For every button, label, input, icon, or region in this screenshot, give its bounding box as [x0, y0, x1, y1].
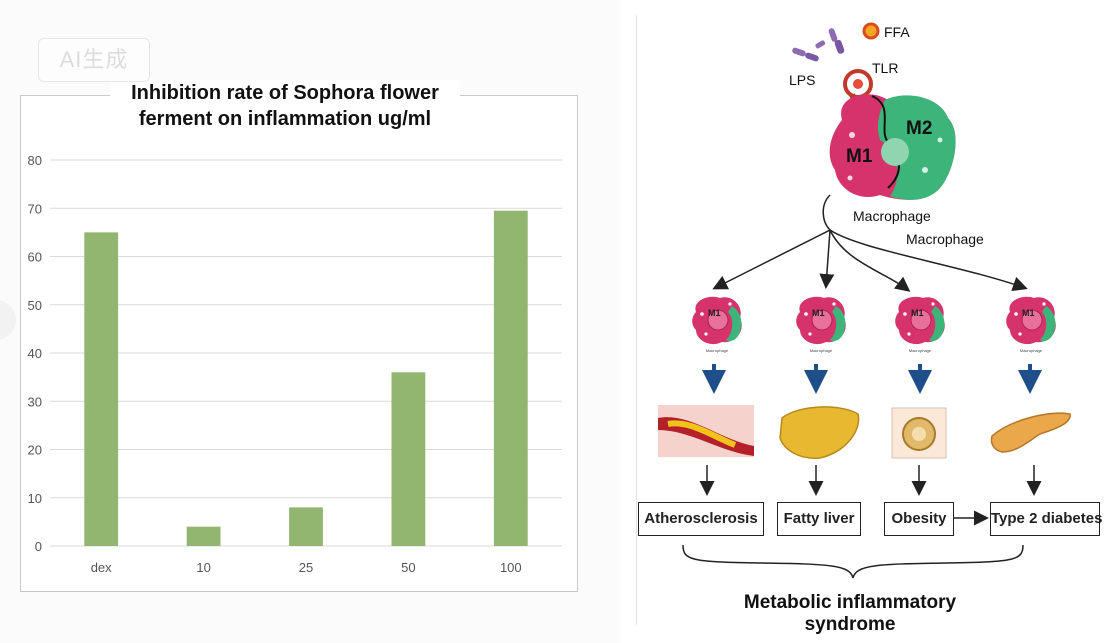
y-tick-label: 10: [28, 491, 42, 506]
mini-m1-label: M1: [708, 308, 721, 318]
m1-label: M1: [846, 146, 873, 167]
chart-title-line-2: ferment on inflammation ug/ml: [138, 108, 432, 130]
bar-dex: [84, 232, 119, 546]
lps-icon: [792, 40, 826, 62]
artery-icon: [658, 405, 754, 457]
disease-box-fatty-liver: Fatty liver: [777, 502, 861, 536]
x-tick-label: dex: [91, 560, 112, 575]
mini-macrophage-caption: Macrophage: [909, 348, 932, 353]
y-tick-label: 40: [28, 346, 42, 361]
mini-macrophage-caption: Macrophage: [706, 348, 729, 353]
mini-m1-label: M1: [1022, 308, 1035, 318]
ffa-label: FFA: [884, 24, 910, 40]
chart-title-line-1: Inhibition rate of Sophora flower: [131, 82, 439, 104]
tlr-label: TLR: [872, 60, 899, 76]
branch-arrow-2: [819, 229, 835, 289]
mini-m1-label: M1: [812, 308, 825, 318]
syndrome-brace: [682, 544, 1024, 579]
blue-arrows: [702, 364, 1042, 394]
bar-chart: 0 10 20 30 40 50 60 70 80 dex 10 25 50 100: [28, 153, 562, 575]
panel-divider: [636, 15, 637, 625]
macrophage-m1-m2-icon: [829, 94, 956, 200]
disease-arrows: [699, 465, 1042, 496]
m2-label: M2: [906, 118, 933, 139]
branch-arrow-1: [712, 194, 832, 290]
mini-macrophage-caption: Macrophage: [810, 348, 833, 353]
disease-box-type-2-diabetes: Type 2 diabetes: [990, 502, 1102, 536]
ai-watermark: AI生成: [38, 38, 150, 82]
branch-arrow-3: [829, 229, 911, 292]
ffa-icon: [862, 22, 880, 40]
obesity-icon: [891, 407, 947, 459]
x-tick-label: 25: [299, 560, 313, 575]
macrophage-label: Macrophage: [853, 208, 931, 224]
disease-box-obesity: Obesity: [884, 502, 954, 536]
y-tick-label: 50: [28, 298, 42, 313]
y-tick-label: 70: [28, 201, 42, 216]
y-tick-label: 30: [28, 394, 42, 409]
bar-10: [186, 526, 221, 546]
y-tick-label: 20: [28, 443, 42, 458]
lps-label: LPS: [789, 72, 816, 88]
mini-macrophage-caption: Macrophage: [1020, 348, 1043, 353]
chart-title: Inhibition rate of Sophora flower fermen…: [110, 80, 460, 132]
syndrome-label: Metabolic inflammatory syndrome: [743, 592, 957, 635]
macrophage-label-2: Macrophage: [906, 231, 984, 247]
y-tick-label: 60: [28, 250, 42, 265]
ligand-icon: [828, 28, 845, 54]
disease-box-atherosclerosis: Atherosclerosis: [638, 502, 764, 536]
inflammation-diagram: [658, 22, 1071, 579]
bar-50: [391, 372, 426, 546]
y-tick-label: 0: [35, 539, 42, 554]
x-tick-label: 100: [500, 560, 522, 575]
side-collapse-tab[interactable]: [0, 300, 16, 340]
bar-25: [289, 507, 323, 546]
branch-arrow-4: [829, 229, 1028, 292]
liver-icon: [779, 406, 860, 459]
x-tick-label: 10: [196, 560, 210, 575]
bar-100: [493, 210, 528, 546]
chart-panel: 0 10 20 30 40 50 60 70 80 dex 10 25 50 100 Inhibition…: [0, 38, 578, 592]
x-tick-label: 50: [401, 560, 415, 575]
pancreas-icon: [990, 412, 1071, 453]
y-tick-label: 80: [28, 153, 42, 168]
mini-m1-label: M1: [911, 308, 924, 318]
